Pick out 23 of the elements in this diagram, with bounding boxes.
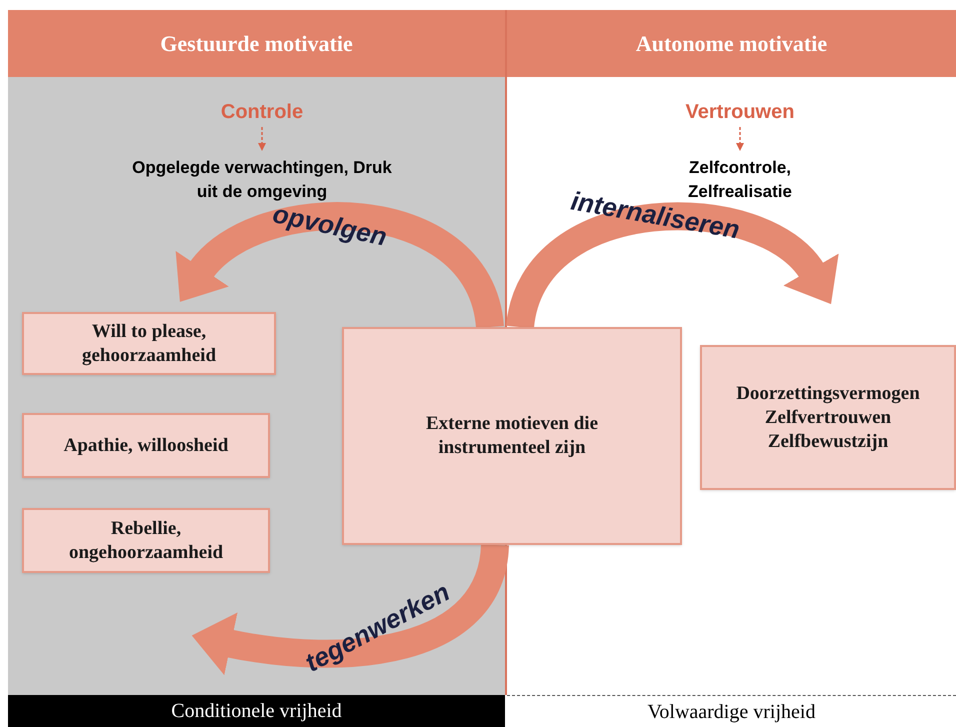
- box-text: Rebellie, ongehoorzaamheid: [68, 516, 224, 564]
- footer-band: [8, 695, 505, 727]
- box-text: Doorzettingsvermogen Zelfvertrouwen Zelfbewustzijn: [736, 382, 920, 454]
- header-band: [8, 10, 505, 77]
- arrow: [258, 127, 266, 151]
- text-box: [342, 327, 682, 545]
- body-text: Opgelegde verwachtingen, Druk uit de omgeving: [132, 156, 392, 206]
- text-box: [700, 345, 956, 490]
- box-text: Externe motieven die instrumenteel zijn: [424, 412, 599, 460]
- header-title: Autonome motivatie: [636, 30, 828, 58]
- accent-heading: Controle: [220, 97, 304, 125]
- footer-text: Volwaardige vrijheid: [648, 700, 816, 724]
- curved-arrow: [176, 202, 504, 330]
- box-text: Will to please, gehoorzaamheid: [80, 320, 218, 368]
- text-box: [22, 312, 276, 375]
- text-box: [22, 413, 270, 478]
- box-text: Apathie, willoosheid: [64, 434, 228, 458]
- header-band: [507, 10, 956, 77]
- text-box: [22, 508, 270, 573]
- arrow: [736, 127, 744, 151]
- accent-heading: Vertrouwen: [686, 97, 794, 125]
- header-title: Gestuurde motivatie: [160, 30, 353, 58]
- footer-text: Conditionele vrijheid: [171, 699, 342, 724]
